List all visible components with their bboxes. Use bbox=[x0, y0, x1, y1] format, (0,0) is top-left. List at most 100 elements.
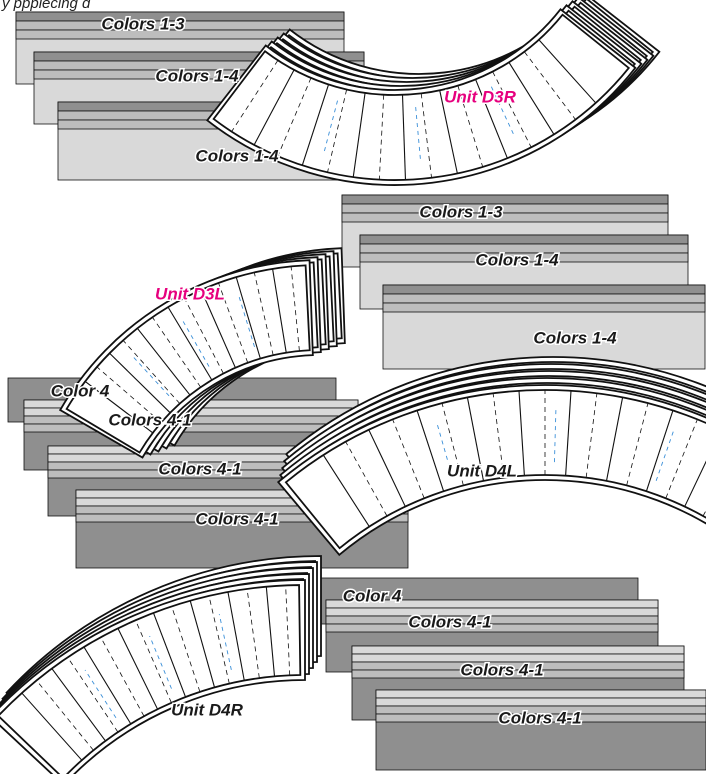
strip-label-10: Colors 4-1 bbox=[195, 509, 278, 528]
strip-band bbox=[382, 302, 706, 313]
strip-label-3: Colors 1-4 bbox=[195, 146, 279, 165]
seam-line bbox=[684, 460, 706, 507]
seam-line bbox=[167, 306, 213, 381]
unit-layer bbox=[0, 584, 302, 774]
strip-band bbox=[359, 234, 689, 245]
strip-label-12: Colors 4-1 bbox=[408, 612, 491, 631]
seam-line bbox=[518, 390, 525, 476]
seam-line bbox=[368, 429, 406, 507]
seam-line bbox=[135, 620, 172, 703]
unit-d4l bbox=[276, 356, 706, 557]
unit-label-d3l: Unit D3L bbox=[155, 284, 225, 303]
seam-line bbox=[100, 637, 145, 717]
seam-line bbox=[645, 410, 674, 492]
seam-line bbox=[265, 586, 276, 677]
seam-line bbox=[182, 321, 210, 367]
strip-label-6: Colors 1-4 bbox=[533, 328, 617, 347]
seam-line bbox=[136, 327, 191, 396]
seam-line bbox=[109, 352, 171, 414]
strip-band bbox=[341, 203, 669, 214]
strip-band bbox=[15, 29, 345, 40]
seam-line bbox=[553, 410, 557, 463]
seam-line bbox=[149, 635, 172, 689]
strip-band bbox=[341, 194, 669, 205]
seam-line bbox=[416, 410, 445, 492]
seam-line bbox=[218, 614, 232, 670]
strip-band bbox=[359, 252, 689, 263]
strip-band bbox=[325, 623, 659, 633]
seam-line bbox=[538, 39, 597, 104]
seam-line bbox=[605, 397, 624, 481]
unit-label-d4l: Unit D4L bbox=[447, 461, 517, 480]
seam-line bbox=[508, 62, 555, 135]
seam-line bbox=[238, 296, 255, 347]
strip-band bbox=[382, 284, 706, 295]
seam-line bbox=[439, 90, 458, 174]
seam-line bbox=[322, 454, 370, 527]
seam-line bbox=[200, 289, 236, 369]
seam-line bbox=[415, 107, 421, 159]
seam-line bbox=[437, 424, 453, 476]
unit-layer bbox=[65, 264, 311, 454]
strip-label-11: Color 4 bbox=[343, 586, 402, 605]
seam-line bbox=[235, 276, 261, 359]
seam-line bbox=[253, 69, 295, 146]
unit-layer-group bbox=[58, 259, 314, 459]
unit-layer-group bbox=[205, 8, 637, 186]
seam-line bbox=[466, 397, 485, 481]
unit-label-d3r: Unit D3R bbox=[444, 87, 517, 106]
seam-line bbox=[352, 92, 366, 178]
unit-d3l bbox=[58, 247, 346, 459]
seam-line bbox=[84, 669, 117, 719]
strip-label-4: Colors 1-3 bbox=[419, 202, 503, 221]
strip-band bbox=[375, 689, 706, 699]
seam-line bbox=[67, 657, 119, 733]
seam-line bbox=[285, 585, 291, 676]
unit-layer-group bbox=[276, 384, 706, 557]
unit-d3r bbox=[205, 0, 661, 186]
strip-band bbox=[375, 713, 706, 723]
unit-layer bbox=[284, 389, 706, 550]
seam-line bbox=[21, 692, 83, 761]
seam-line bbox=[323, 100, 338, 152]
strip-band bbox=[351, 645, 685, 655]
strip-set-14 bbox=[375, 689, 706, 771]
seam-line bbox=[246, 588, 260, 679]
seam-line bbox=[189, 600, 216, 688]
labels: Colors 1-3 Colors 1-4 Colors 1-4 Colors … bbox=[49, 13, 618, 729]
seam-line bbox=[51, 668, 106, 742]
strip-band bbox=[325, 615, 659, 625]
seam-line bbox=[655, 431, 674, 481]
strip-band bbox=[375, 697, 706, 707]
strip-band bbox=[351, 669, 685, 679]
strip-label-7: Color 4 bbox=[51, 381, 110, 400]
unit-layer bbox=[212, 13, 631, 181]
seam-line bbox=[133, 357, 170, 397]
strip-label-5: Colors 1-4 bbox=[475, 250, 559, 269]
strip-set-6 bbox=[382, 284, 706, 370]
strip-sets bbox=[7, 11, 706, 771]
strip-label-2: Colors 1-4 bbox=[155, 66, 239, 85]
seam-line bbox=[490, 86, 514, 134]
seam-line bbox=[301, 84, 330, 166]
seam-line bbox=[565, 390, 572, 476]
seam-line bbox=[208, 595, 230, 684]
seam-line bbox=[171, 606, 201, 693]
unit-d4r bbox=[0, 555, 322, 774]
strip-band bbox=[75, 513, 409, 523]
seam-line bbox=[227, 591, 245, 681]
header-fragment: y pppiecing d bbox=[1, 0, 91, 12]
strip-band bbox=[341, 212, 669, 223]
seam-line bbox=[401, 94, 407, 180]
unit-layer-group bbox=[0, 579, 306, 774]
seam-line bbox=[272, 268, 287, 353]
strip-label-13: Colors 4-1 bbox=[460, 660, 543, 679]
seam-line bbox=[117, 628, 159, 710]
strip-label-8: Colors 4-1 bbox=[108, 410, 191, 429]
strip-label-9: Colors 4-1 bbox=[158, 459, 241, 478]
seam-line bbox=[83, 646, 132, 725]
strip-band bbox=[325, 607, 659, 617]
strip-band bbox=[382, 293, 706, 304]
